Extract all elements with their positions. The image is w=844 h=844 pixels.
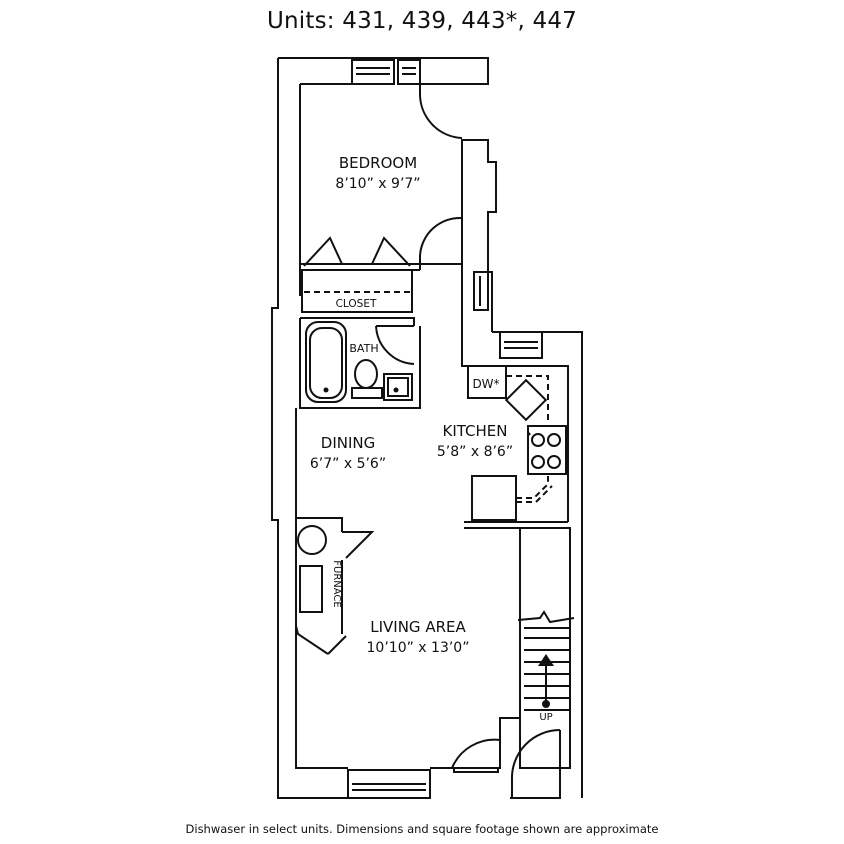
furnace-closet (295, 517, 375, 655)
closet-label: CLOSET (336, 298, 377, 310)
living-area-dims: 10’10” x 13’0” (367, 640, 470, 656)
bedroom-label: BEDROOM (339, 154, 417, 172)
stairs-start-dot (542, 700, 550, 708)
window-right (473, 271, 543, 359)
stairs-up-label: UP (539, 712, 552, 723)
entry-doors (451, 728, 561, 798)
bedroom-closet (300, 216, 463, 313)
window-bottom (347, 767, 499, 799)
dishwasher-label: DW* (472, 377, 499, 391)
furnace-label: FURNACE (331, 560, 342, 607)
footnote: Dishwaser in select units. Dimensions an… (185, 822, 659, 836)
bath-walls (299, 317, 421, 409)
dining-dims: 6’7” x 5’6” (310, 456, 386, 472)
bedroom-entry-door (418, 84, 463, 139)
exterior-wall (271, 57, 583, 799)
plan-title: Units: 431, 439, 443*, 447 (266, 8, 578, 34)
stairs-up-arrow (538, 654, 554, 666)
bath-label: BATH (349, 342, 378, 355)
bedroom-dims: 8’10” x 9’7” (335, 176, 420, 192)
dining-label: DINING (321, 434, 375, 452)
kitchen-dims: 5’8” x 8’6” (437, 444, 513, 460)
window-top (351, 59, 421, 85)
stove (531, 433, 561, 469)
kitchen-label: KITCHEN (443, 422, 508, 440)
living-area-label: LIVING AREA (370, 618, 466, 636)
